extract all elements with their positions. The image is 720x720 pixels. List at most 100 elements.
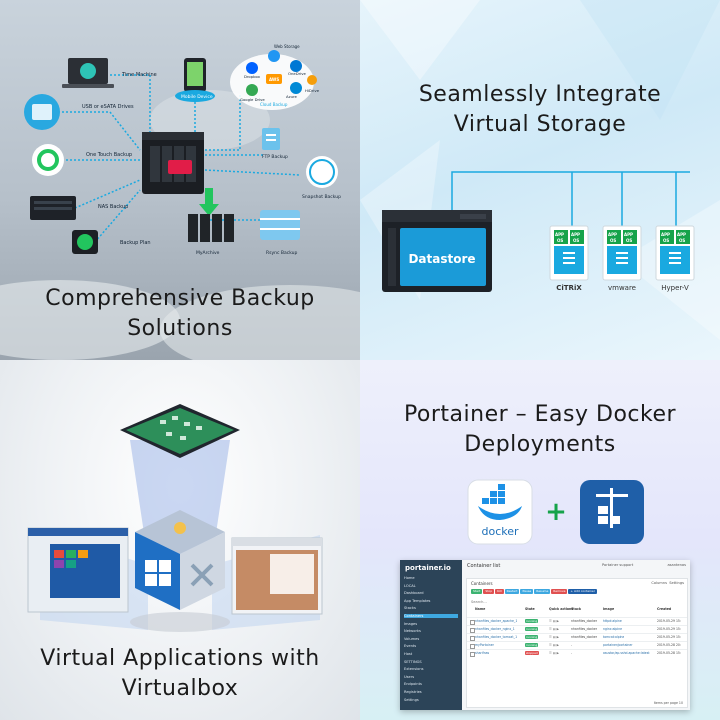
row-checkbox[interactable]: [470, 651, 475, 657]
os-label-1: OS: [557, 238, 563, 243]
drive-stack-icon: [188, 214, 234, 242]
column-header-stack[interactable]: Stack: [571, 607, 581, 611]
cell-image[interactable]: portainer/portainer: [603, 643, 633, 647]
state-badge: running: [525, 643, 539, 647]
storage-diagram: Datastore: [360, 0, 720, 340]
docker-label: docker: [481, 525, 519, 538]
row-checkbox[interactable]: [470, 635, 475, 641]
portainer-nav-users[interactable]: Users: [404, 674, 415, 679]
os-label-3: OS: [610, 238, 616, 243]
virtualbox-title-line2: Virtualbox: [121, 676, 239, 701]
portainer-nav-extensions[interactable]: Extensions: [404, 667, 424, 672]
columns-settings[interactable]: Columns Settings: [651, 581, 684, 585]
cell-image[interactable]: tomcat:alpine: [603, 635, 625, 639]
quick-actions-icons[interactable]: ☰ ▤ ▶: [549, 643, 560, 647]
vendor-vmware: vmware: [608, 284, 636, 292]
os-label-6: OS: [679, 238, 685, 243]
cell-created: 2019-05-28 15:: [657, 651, 681, 655]
vendor-hyperv: Hyper-V: [661, 284, 689, 292]
cell-stack: nhanfiles_docker: [571, 619, 598, 623]
column-header-name[interactable]: Name: [475, 607, 486, 611]
svg-text:USB or eSATA Drives: USB or eSATA Drives: [82, 104, 134, 110]
container-search-input[interactable]: Search...: [471, 600, 487, 604]
container-action-restart[interactable]: Restart: [504, 589, 520, 594]
settings-button[interactable]: Settings: [669, 581, 684, 585]
cell-stack: -: [571, 643, 573, 647]
portainer-nav-endpoints[interactable]: Endpoints: [404, 682, 422, 687]
portainer-nav-settings[interactable]: Settings: [404, 697, 419, 702]
portainer-nav-app-templates[interactable]: App Templates: [404, 598, 431, 603]
mobile-device-icon: [175, 58, 215, 102]
cell-name[interactable]: nhanfiles_docker_nginx_1: [475, 627, 515, 631]
row-checkbox[interactable]: [470, 643, 475, 649]
quick-actions-icons[interactable]: ☰ ▤ ▶: [549, 651, 560, 655]
portainer-title-line2: Deployments: [464, 432, 616, 457]
portainer-nav-images[interactable]: Images: [404, 621, 418, 626]
portainer-nav-events[interactable]: Events: [404, 644, 417, 649]
columns-button[interactable]: Columns: [651, 581, 667, 585]
cell-name[interactable]: nhanfiles_docker_tomcat_1: [475, 635, 518, 639]
container-action-add-container[interactable]: + Add container: [568, 589, 597, 594]
row-checkbox[interactable]: [470, 627, 475, 633]
container-action-start[interactable]: Start: [471, 589, 483, 594]
storage-title-line2: Virtual Storage: [453, 112, 627, 137]
vm-server-vmware: [602, 225, 642, 281]
portainer-nav-registries[interactable]: Registries: [404, 690, 422, 694]
portainer-nav-home[interactable]: Home: [404, 576, 415, 580]
quick-actions-icons[interactable]: ☰ ▤ ▶: [549, 635, 560, 639]
quick-actions-icons[interactable]: ☰ ▤ ▶: [549, 627, 560, 631]
svg-text:Google Drive: Google Drive: [240, 97, 265, 102]
cell-image[interactable]: nginx:alpine: [603, 627, 623, 631]
container-action-stop[interactable]: Stop: [483, 589, 495, 594]
portainer-nav-settings[interactable]: SETTINGS: [404, 659, 422, 664]
backup-diagram: Time Machine USB or eSATA Drives One Tou…: [0, 44, 360, 360]
container-action-remove[interactable]: Remove: [551, 589, 568, 594]
portainer-nav-host[interactable]: Host: [404, 652, 413, 656]
cell-stack: nhanfiles_docker: [571, 635, 598, 639]
container-action-resume[interactable]: Resume: [534, 589, 551, 594]
column-header-created[interactable]: Created: [657, 607, 672, 611]
nas-small-icon: [30, 196, 76, 220]
portainer-nav-networks[interactable]: Networks: [404, 629, 421, 634]
portainer-nav-local[interactable]: LOCAL: [404, 583, 416, 588]
portainer-nav-containers[interactable]: Containers: [404, 614, 458, 618]
container-action-kill[interactable]: Kill: [495, 589, 504, 594]
portainer-nav-volumes[interactable]: Volumes: [404, 636, 420, 641]
portainer-support-link[interactable]: Portainer support: [602, 563, 634, 567]
portainer-nav-stacks[interactable]: Stacks: [404, 606, 416, 611]
items-per-page[interactable]: Items per page 10: [653, 701, 683, 705]
quick-actions-icons[interactable]: ☰ ▤ ▶: [549, 619, 560, 623]
central-nas-icon: [142, 132, 204, 194]
app-label-6: APP: [677, 232, 686, 237]
backup-title-line2: Solutions: [127, 316, 233, 341]
portainer-nav-dashboard[interactable]: Dashboard: [404, 591, 424, 596]
vendor-citrix: CiTRiX: [556, 284, 582, 292]
one-touch-icon: [32, 144, 64, 176]
table-row[interactable]: myPortainer running ☰ ▤ ▶ - portainer/portai…: [467, 641, 687, 649]
svg-text:Rsync Backup: Rsync Backup: [266, 250, 298, 256]
cell-image[interactable]: httpd:alpine: [603, 619, 622, 623]
cell-name[interactable]: myPortainer: [475, 643, 494, 647]
cell-created: 2019-05-28 20:: [657, 643, 681, 647]
svg-text:AWS: AWS: [269, 77, 279, 82]
virtualbox-tile: Virtual Applications with Virtualbox: [0, 360, 360, 720]
cell-image[interactable]: asustor/ap.sshd.apache:latest: [603, 651, 650, 655]
svg-text:Dropbox: Dropbox: [244, 74, 261, 79]
column-header-image[interactable]: Image: [603, 607, 615, 611]
row-checkbox[interactable]: [470, 619, 475, 625]
cell-name[interactable]: sharifnas: [475, 651, 490, 655]
portainer-user[interactable]: asantenas: [667, 563, 686, 567]
column-header-quick-actions[interactable]: Quick actions: [549, 607, 574, 611]
app-label-1: APP: [555, 232, 564, 237]
column-header-state[interactable]: State: [525, 607, 535, 611]
backup-plan-icon: [72, 230, 98, 254]
cell-created: 2019-05-29 15:: [657, 627, 681, 631]
virtualbox-cube-icon: [135, 510, 225, 610]
container-action-pause[interactable]: Pause: [520, 589, 534, 594]
cell-name[interactable]: nhanfiles_docker_apache_1: [475, 619, 518, 623]
